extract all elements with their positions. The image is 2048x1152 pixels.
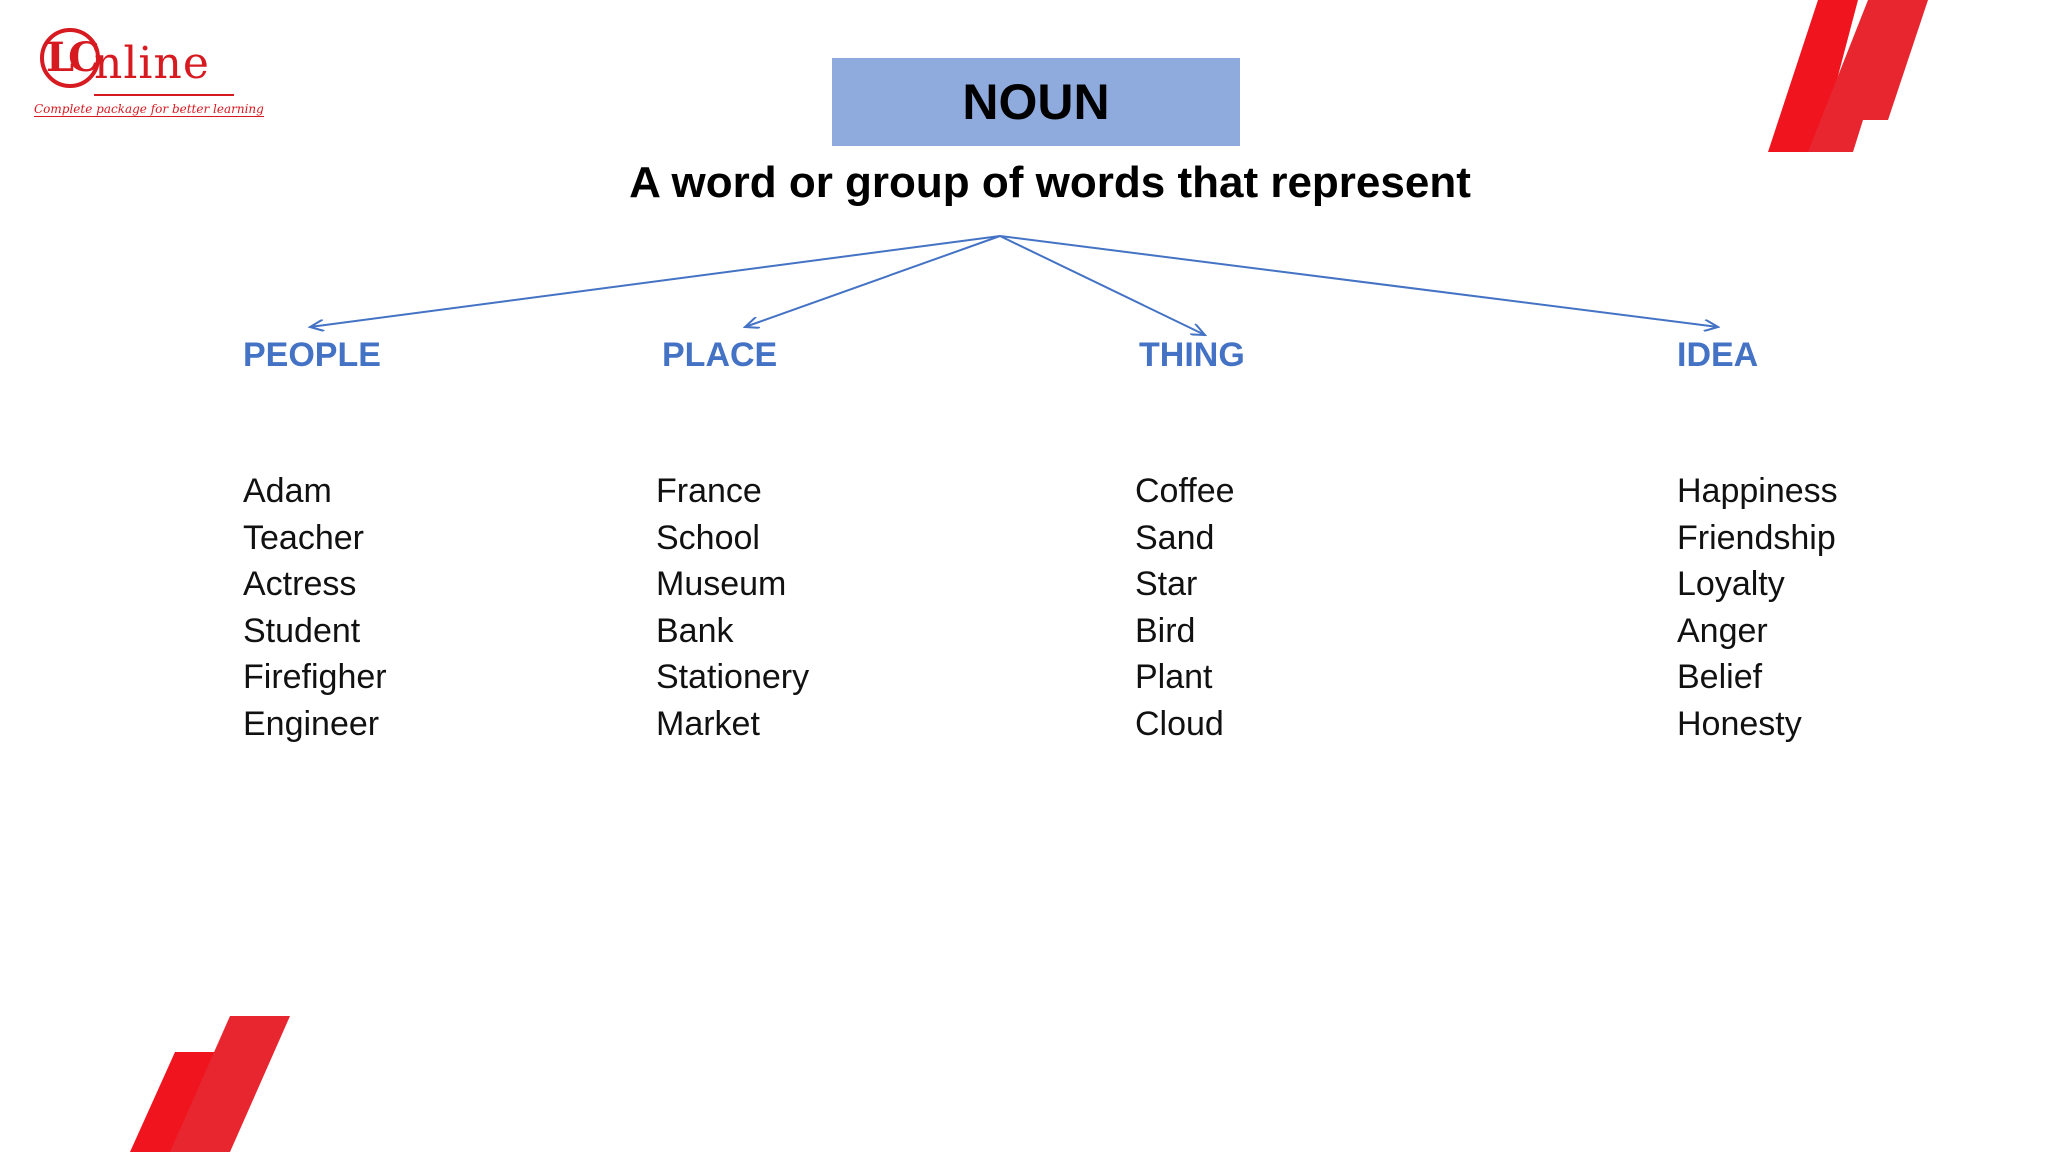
list-item: Engineer bbox=[243, 704, 380, 743]
category-label-people: PEOPLE bbox=[243, 336, 381, 374]
logo: LC nline Complete package for better lea… bbox=[32, 24, 264, 124]
list-item: Plant bbox=[1135, 658, 1213, 697]
subtitle: A word or group of words that represent bbox=[629, 158, 1471, 207]
list-item: Stationery bbox=[656, 658, 810, 697]
logo-tagline: Complete package for better learning bbox=[34, 102, 264, 117]
list-item: Student bbox=[243, 611, 361, 650]
list-item: Coffee bbox=[1135, 472, 1235, 510]
category-label-place: PLACE bbox=[662, 336, 778, 374]
bottom-left-stripe-decoration bbox=[130, 1016, 290, 1152]
stripe-light bbox=[170, 1016, 290, 1152]
arrow-to-idea bbox=[999, 235, 1718, 327]
people-list: Adam Teacher Actress Student Firefigher … bbox=[243, 468, 387, 748]
thing-list: Coffee Sand Star Bird Plant Cloud bbox=[1135, 468, 1235, 748]
list-item: Anger bbox=[1677, 611, 1768, 650]
list-item: Cloud bbox=[1135, 704, 1224, 743]
list-item: Belief bbox=[1677, 658, 1763, 697]
list-item: Teacher bbox=[243, 518, 364, 557]
title-box: NOUN bbox=[832, 58, 1240, 146]
stripe-dark bbox=[1768, 0, 1858, 152]
list-item: Honesty bbox=[1677, 704, 1802, 743]
list-item: Bank bbox=[656, 611, 734, 650]
list-item: School bbox=[656, 518, 760, 557]
logo-underline bbox=[94, 94, 234, 96]
list-item: Happiness bbox=[1677, 472, 1838, 510]
list-item: Bird bbox=[1135, 611, 1196, 650]
list-item: Firefigher bbox=[243, 658, 387, 697]
category-label-idea: IDEA bbox=[1677, 336, 1759, 374]
logo-word: nline bbox=[94, 38, 210, 89]
stripe-light bbox=[1808, 0, 1928, 152]
list-item: Loyalty bbox=[1677, 565, 1785, 604]
list-item: Adam bbox=[243, 472, 332, 510]
list-item: Museum bbox=[656, 565, 787, 604]
top-right-stripe-decoration bbox=[1768, 0, 1928, 152]
arrow-to-place bbox=[745, 235, 1001, 327]
place-list: France School Museum Bank Stationery Mar… bbox=[656, 468, 809, 748]
idea-list: Happiness Friendship Loyalty Anger Belie… bbox=[1677, 468, 1838, 748]
list-item: Actress bbox=[243, 565, 357, 604]
list-item: Market bbox=[656, 704, 760, 743]
list-item: Sand bbox=[1135, 518, 1215, 557]
stripe-dark bbox=[130, 1052, 215, 1152]
list-item: France bbox=[656, 472, 762, 510]
logo-letters: LC bbox=[46, 34, 100, 81]
list-item: Friendship bbox=[1677, 518, 1836, 557]
logo-circle-icon bbox=[40, 28, 100, 88]
arrow-to-people bbox=[310, 235, 1001, 327]
category-label-thing: THING bbox=[1139, 336, 1245, 374]
arrow-to-thing bbox=[999, 235, 1205, 335]
list-item: Star bbox=[1135, 565, 1198, 604]
